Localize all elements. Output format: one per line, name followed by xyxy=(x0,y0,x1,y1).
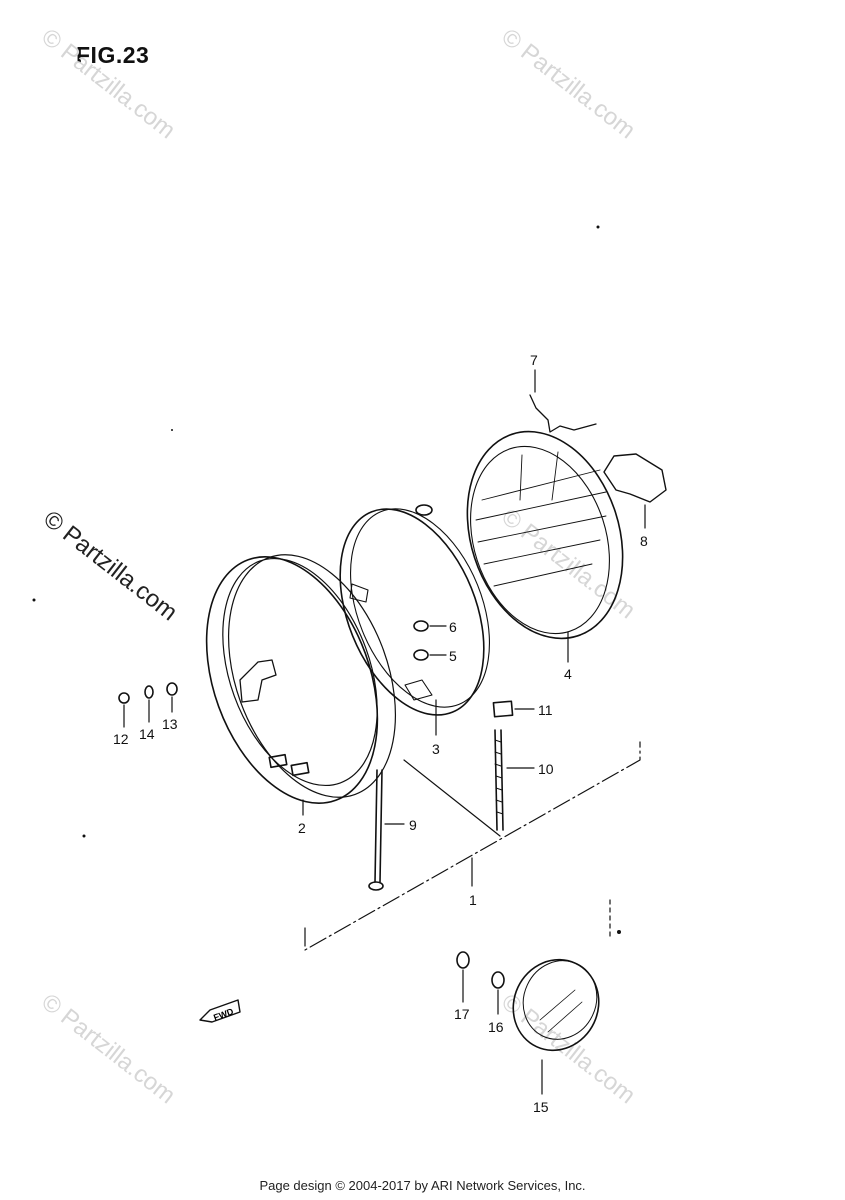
scan-specks xyxy=(32,225,621,934)
washer-17 xyxy=(456,951,470,969)
washer-14 xyxy=(144,685,154,699)
callout-7: 7 xyxy=(530,352,538,368)
socket-cap xyxy=(603,453,667,503)
washer-5 xyxy=(413,649,429,661)
callout-2: 2 xyxy=(298,820,306,836)
grommet-16 xyxy=(491,971,505,989)
callout-5: 5 xyxy=(449,648,457,664)
headlight-housing-ring xyxy=(205,554,397,805)
fwd-arrow-shape xyxy=(199,999,241,1023)
callout-16: 16 xyxy=(488,1019,504,1035)
callout-17: 17 xyxy=(454,1006,470,1022)
watermark-mid-left: © Partzilla.com xyxy=(38,505,182,626)
position-lamp xyxy=(512,958,600,1052)
callout-1: 1 xyxy=(469,892,477,908)
nut-11 xyxy=(492,700,514,718)
figure-title: FIG.23 xyxy=(76,42,150,68)
long-bolt xyxy=(368,769,384,891)
headlight-lens-unit xyxy=(466,430,624,640)
watermarks: © Partzilla.com © Partzilla.com © Partzi… xyxy=(36,23,640,1109)
screw-12 xyxy=(118,692,130,704)
watermark-top-right: © Partzilla.com xyxy=(496,23,640,144)
wire-spring xyxy=(529,394,597,433)
watermark-bottom-right: © Partzilla.com xyxy=(496,988,640,1109)
callout-14: 14 xyxy=(139,726,155,742)
callout-13: 13 xyxy=(162,716,178,732)
callout-11: 11 xyxy=(538,702,553,718)
callout-4: 4 xyxy=(564,666,572,682)
callout-3: 3 xyxy=(432,741,440,757)
watermark-top-left: © Partzilla.com xyxy=(36,23,180,144)
inner-mounting-ring xyxy=(339,504,490,716)
callout-9: 9 xyxy=(409,817,417,833)
callout-6: 6 xyxy=(449,619,457,635)
screw-6 xyxy=(413,620,429,632)
leader-lines xyxy=(123,369,646,1095)
callout-8: 8 xyxy=(640,533,648,549)
watermark-bottom-left: © Partzilla.com xyxy=(36,988,180,1109)
nut-13 xyxy=(166,682,178,696)
callout-10: 10 xyxy=(538,761,554,777)
adjusting-screw xyxy=(494,729,504,831)
callout-12: 12 xyxy=(113,731,129,747)
callout-15: 15 xyxy=(533,1099,549,1115)
callout-labels: 1 2 3 4 5 6 7 8 9 10 11 12 13 14 15 16 1… xyxy=(113,352,648,1115)
page-footer: Page design © 2004-2017 by ARI Network S… xyxy=(259,1178,586,1193)
